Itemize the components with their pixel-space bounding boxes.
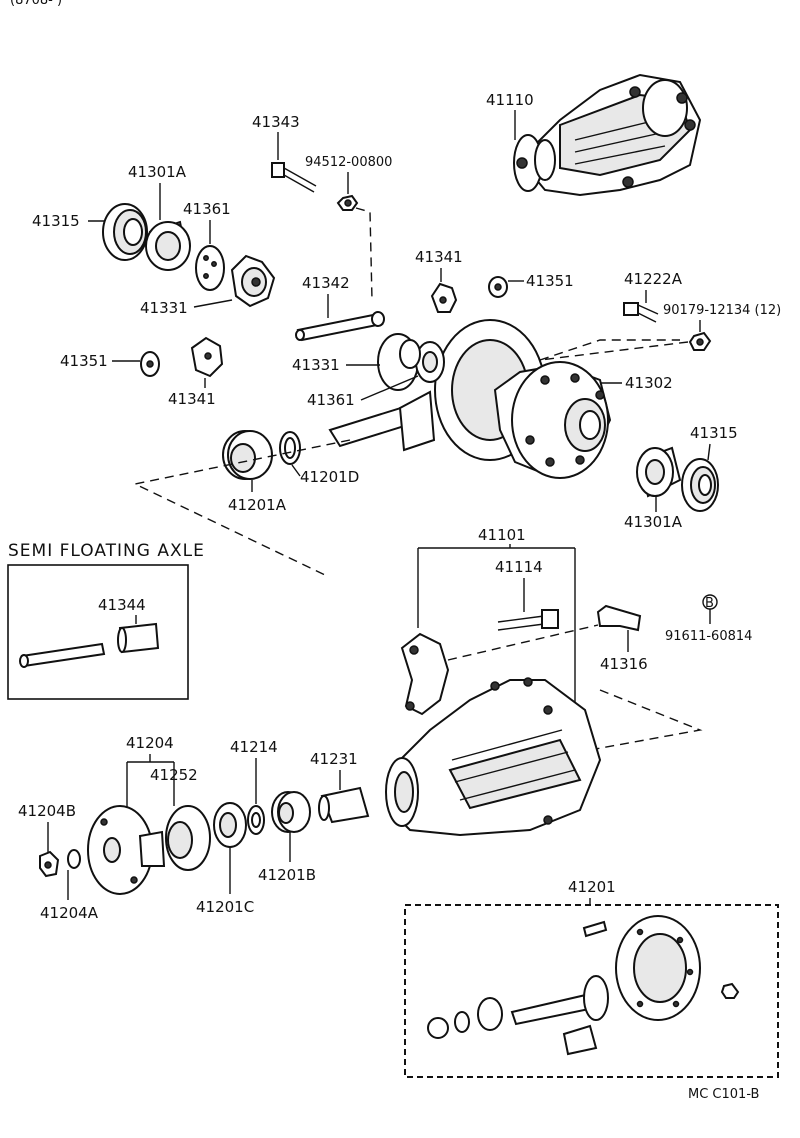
semi-floating-axle-box [7, 564, 189, 700]
callout-41316: 41316 [600, 655, 648, 673]
axle-housing-41101 [385, 677, 602, 837]
callout-41222A: 41222A [624, 270, 683, 288]
washer-41351-mid [488, 276, 508, 298]
callout-41342: 41342 [302, 274, 350, 292]
callout-41331-mid: 41331 [292, 356, 340, 374]
bracket-41316 [596, 604, 642, 632]
callout-41201B: 41201B [258, 866, 316, 884]
washer-41214 [247, 805, 265, 835]
gear-41341-left [190, 336, 224, 378]
catalog-code: MC C101-B [688, 1087, 759, 1102]
gear-41331-top [230, 254, 276, 308]
callout-41301A-top: 41301A [128, 163, 187, 181]
callout-41343: 41343 [252, 113, 300, 131]
nut-41204B [39, 850, 60, 878]
callout-41201A: 41201A [228, 496, 287, 514]
bearing-41301A-right [636, 446, 682, 498]
callout-94512-00800: 94512-00800 [305, 155, 392, 170]
callout-41204B: 41204B [18, 802, 76, 820]
nut-94512 [336, 194, 359, 211]
callout-41231: 41231 [310, 750, 358, 768]
callout-90179-12134: 90179-12134 (12) [663, 303, 781, 318]
callout-41361-top: 41361 [183, 200, 231, 218]
bolt-41222A [623, 302, 659, 323]
callout-41331-top: 41331 [140, 299, 188, 317]
callout-41201D: 41201D [300, 468, 359, 486]
callout-41302: 41302 [625, 374, 673, 392]
gear-41315-top [102, 203, 148, 261]
header-fragment: (8708- ) [10, 0, 62, 8]
shaft-41344 [19, 622, 160, 668]
callout-41214: 41214 [230, 738, 278, 756]
spacer-41201D [279, 431, 301, 465]
callout-41344: 41344 [98, 596, 146, 614]
callout-41101: 41101 [478, 526, 526, 544]
callout-41110: 41110 [486, 91, 534, 109]
bearing-41201A [222, 430, 273, 480]
bolt-41114 [497, 609, 559, 631]
gear-41315-right [681, 458, 719, 512]
callout-41351-mid: 41351 [526, 272, 574, 290]
callout-91611-60814: 91611-60814 [665, 629, 752, 644]
carrier-assembly-41110 [513, 73, 702, 197]
nut-90179 [688, 331, 712, 351]
callout-41252: 41252 [150, 766, 198, 784]
callout-41114: 41114 [495, 558, 543, 576]
callout-41315-top: 41315 [32, 212, 80, 230]
callout-41361-mid: 41361 [307, 391, 355, 409]
differential-case-41302 [493, 361, 612, 479]
callout-41204: 41204 [126, 734, 174, 752]
callout-41201C: 41201C [196, 898, 254, 916]
flange-41204 [87, 805, 166, 895]
callout-41301A-right: 41301A [624, 513, 683, 531]
callout-41351-left: 41351 [60, 352, 108, 370]
callout-41204A: 41204A [40, 904, 99, 922]
marker-b-letter: B [705, 596, 714, 611]
bolt-41343 [271, 162, 317, 193]
callout-41341-left: 41341 [168, 390, 216, 408]
seal-41252 [165, 805, 211, 871]
bearing-cap [400, 632, 450, 716]
shaft-41342 [295, 311, 385, 342]
gear-41341-mid [430, 282, 458, 313]
washer-41351-left [140, 351, 160, 377]
bearing-41201B [271, 791, 311, 833]
washer-41361-top [195, 245, 225, 291]
callout-41341-mid: 41341 [415, 248, 463, 266]
bearing-41201C [213, 802, 247, 848]
bearing-41301A-top [145, 220, 191, 271]
ring-pinion-set-41201 [427, 915, 740, 1056]
callout-41201: 41201 [568, 878, 616, 896]
callout-41315-right: 41315 [690, 424, 738, 442]
washer-41204A [67, 849, 81, 869]
spacer-41231 [318, 786, 370, 824]
semi-floating-axle-title: SEMI FLOATING AXLE [8, 541, 205, 561]
ring-pinion-set-box [404, 904, 779, 1078]
